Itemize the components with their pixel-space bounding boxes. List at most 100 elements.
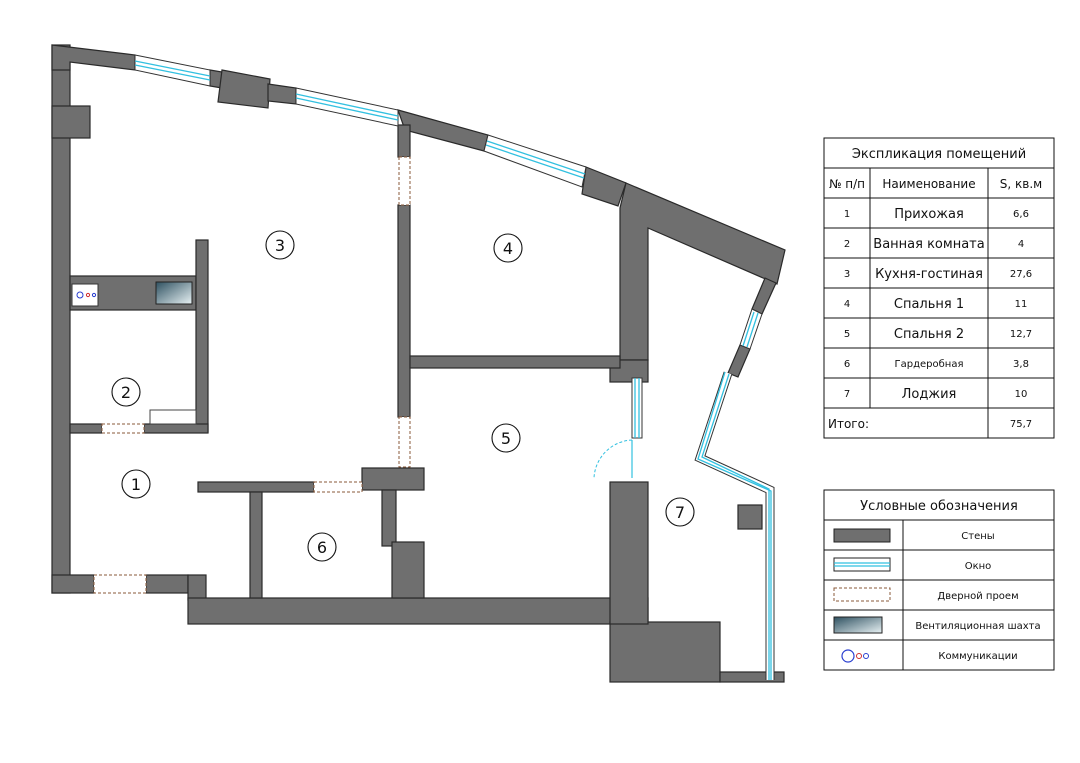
- wall-top-pier: [217, 69, 271, 109]
- svg-text:Ванная комната: Ванная комната: [873, 237, 984, 252]
- svg-text:3: 3: [844, 269, 850, 280]
- wall-interior: [195, 239, 209, 433]
- wall-interior: [397, 204, 411, 418]
- window: [739, 308, 763, 350]
- svg-text:6,6: 6,6: [1013, 209, 1029, 220]
- legend-comm-swatch: [841, 649, 869, 663]
- legend-label: Дверной проем: [937, 591, 1018, 602]
- wall-interior: [143, 423, 209, 434]
- svg-text:Спальня 1: Спальня 1: [894, 297, 964, 312]
- table-total-row: Итого: 75,7: [828, 417, 1032, 431]
- wall-interior: [397, 124, 411, 158]
- wall-top-segment: [397, 109, 489, 152]
- comm-pipe-icon: [76, 291, 84, 299]
- legend-label: Вентиляционная шахта: [915, 621, 1040, 632]
- comm-pipe-icon: [85, 292, 91, 298]
- door-swing: [593, 439, 633, 479]
- svg-text:7: 7: [675, 503, 685, 522]
- comm-pipe-icon: [91, 292, 97, 298]
- room-marker: 4: [493, 233, 523, 263]
- wall-bottom: [187, 597, 649, 625]
- svg-text:1: 1: [844, 209, 850, 220]
- table-row: 7 Лоджия 10: [844, 387, 1028, 402]
- windows: [134, 54, 775, 680]
- ventilation-shaft: [155, 281, 193, 305]
- table-row: 2 Ванная комната 4: [844, 237, 1024, 252]
- door-opening: [101, 423, 145, 434]
- svg-text:Прихожая: Прихожая: [894, 207, 964, 222]
- column-header: № п/п: [829, 177, 865, 191]
- legend-label: Коммуникации: [938, 651, 1017, 662]
- wall-interior: [249, 491, 263, 599]
- walls: [51, 44, 786, 683]
- legend-window-swatch: [833, 557, 891, 572]
- svg-text:4: 4: [503, 239, 513, 258]
- svg-text:4: 4: [1018, 239, 1024, 250]
- svg-text:75,7: 75,7: [1010, 419, 1032, 430]
- legend-label: Окно: [965, 561, 992, 572]
- window: [134, 54, 211, 87]
- svg-text:Лоджия: Лоджия: [902, 387, 957, 402]
- wall-right-core: [619, 182, 786, 361]
- svg-text:6: 6: [317, 538, 327, 557]
- room-marker: 7: [665, 497, 695, 527]
- svg-text:11: 11: [1015, 299, 1028, 310]
- legend: Условные обозначения Стены Окно Дверной …: [823, 489, 1055, 671]
- table-row: 5 Спальня 2 12,7: [844, 327, 1032, 342]
- table-row: 4 Спальня 1 11: [844, 297, 1028, 312]
- svg-text:4: 4: [844, 299, 850, 310]
- room-marker: 3: [265, 230, 295, 260]
- svg-text:27,6: 27,6: [1010, 269, 1032, 280]
- svg-text:5: 5: [501, 429, 511, 448]
- svg-text:3: 3: [275, 236, 285, 255]
- explication-table: Экспликация помещений № п/п Наименование…: [823, 137, 1055, 439]
- svg-text:2: 2: [844, 239, 850, 250]
- wall-bottom: [187, 574, 207, 601]
- svg-text:1: 1: [131, 475, 141, 494]
- wall-top-corner: [51, 44, 136, 71]
- legend-door-swatch: [833, 587, 891, 602]
- wall-bottom-pier: [609, 621, 721, 683]
- fixtures: [71, 281, 197, 425]
- wall-interior: [197, 481, 315, 493]
- room-labels: 1 2 3 4 5 6 7: [111, 230, 695, 562]
- svg-text:3,8: 3,8: [1013, 359, 1029, 370]
- legend-vent-swatch: [833, 616, 883, 634]
- wall-loggia: [727, 344, 751, 378]
- table-row: 1 Прихожая 6,6: [844, 207, 1029, 222]
- window: [295, 87, 399, 127]
- legend-label: Стены: [961, 531, 994, 542]
- window: [631, 377, 643, 439]
- door-opening: [398, 416, 411, 468]
- svg-text:6: 6: [844, 359, 850, 370]
- column-header: Наименование: [882, 177, 975, 191]
- svg-text:Итого:: Итого:: [828, 417, 869, 431]
- bathtub: [149, 409, 197, 425]
- table-row: 3 Кухня-гостиная 27,6: [844, 267, 1032, 282]
- svg-text:7: 7: [844, 389, 850, 400]
- communications: [71, 283, 99, 307]
- wall-interior: [69, 423, 103, 434]
- wall-pier: [51, 105, 91, 139]
- room-marker: 6: [307, 532, 337, 562]
- svg-text:2: 2: [121, 383, 131, 402]
- wall-bottom: [51, 574, 95, 594]
- svg-text:5: 5: [844, 329, 850, 340]
- doors: [93, 156, 633, 594]
- wall-loggia-bottom: [719, 671, 785, 683]
- wall-interior: [361, 467, 425, 491]
- door-opening: [313, 481, 363, 493]
- wall-top-pier: [581, 166, 627, 207]
- wall-interior: [381, 489, 397, 547]
- wall-loggia: [751, 277, 777, 315]
- svg-text:Кухня-гостиная: Кухня-гостиная: [875, 267, 983, 282]
- room-marker: 5: [491, 423, 521, 453]
- svg-text:Спальня 2: Спальня 2: [894, 327, 964, 342]
- svg-text:10: 10: [1015, 389, 1028, 400]
- legend-wall-swatch: [833, 528, 891, 543]
- svg-text:Гардеробная: Гардеробная: [895, 359, 964, 370]
- wall-interior: [391, 541, 425, 599]
- column-header: S, кв.м: [1000, 177, 1042, 191]
- wall-top-segment: [267, 83, 297, 105]
